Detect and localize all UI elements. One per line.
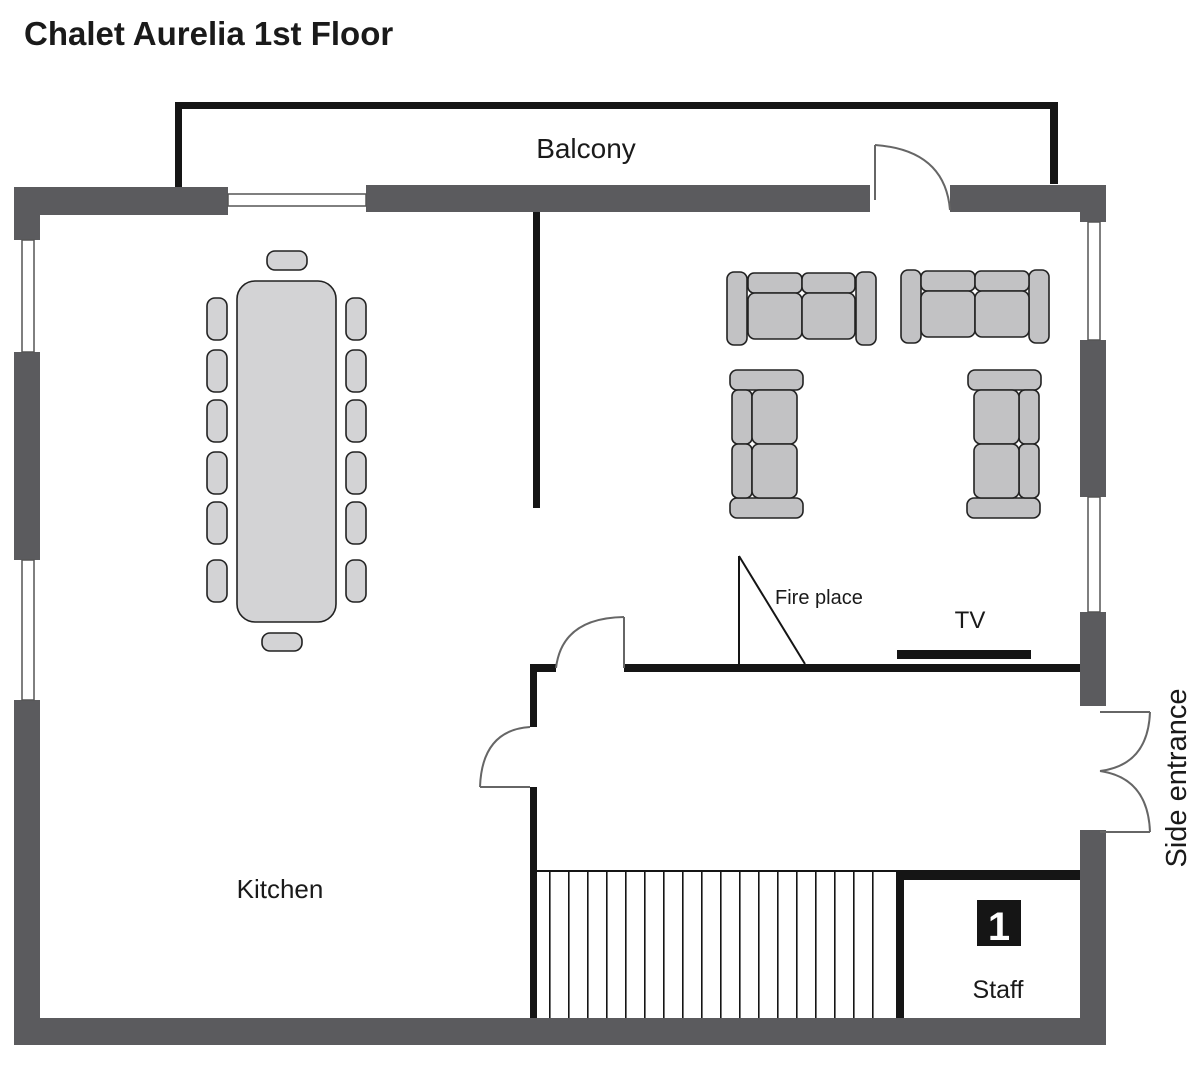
- chair: [206, 451, 228, 495]
- chair: [206, 559, 228, 603]
- stair-tread: [644, 872, 646, 1018]
- stair-tread: [587, 872, 589, 1018]
- chair: [345, 501, 367, 545]
- outer-walls: [14, 185, 1106, 1045]
- stair-tread: [606, 872, 608, 1018]
- chair: [206, 501, 228, 545]
- doors: [479, 144, 1151, 833]
- stair-tread: [549, 872, 551, 1018]
- sofa: [900, 269, 1050, 344]
- windows: [21, 193, 1101, 701]
- staircase: [537, 870, 896, 1018]
- tv-icon: [897, 650, 1031, 659]
- sofa: [726, 271, 877, 346]
- sofa: [966, 369, 1042, 519]
- stair-tread: [796, 872, 798, 1018]
- stair-tread: [777, 872, 779, 1018]
- chair: [206, 399, 228, 443]
- stair-tread: [758, 872, 760, 1018]
- balcony-label: Balcony: [536, 133, 636, 164]
- plan-title: Chalet Aurelia 1st Floor: [24, 15, 393, 52]
- stair-tread: [720, 872, 722, 1018]
- chair: [345, 451, 367, 495]
- dining-table: [236, 280, 337, 623]
- staff-label: Staff: [973, 976, 1024, 1004]
- chair: [345, 399, 367, 443]
- stair-tread: [663, 872, 665, 1018]
- stair-tread: [872, 872, 874, 1018]
- interior-walls: [530, 212, 1080, 1018]
- stair-tread: [568, 872, 570, 1018]
- stair-tread: [815, 872, 817, 1018]
- sofa: [729, 369, 804, 519]
- chair: [345, 297, 367, 341]
- stair-tread: [853, 872, 855, 1018]
- chair: [345, 559, 367, 603]
- balcony-railing: [175, 102, 1058, 188]
- chair: [206, 349, 228, 393]
- kitchen-label: Kitchen: [237, 874, 324, 904]
- stair-tread: [682, 872, 684, 1018]
- stair-tread: [739, 872, 741, 1018]
- dining-table-set: [206, 250, 367, 652]
- fireplace-label: Fire place: [775, 587, 863, 609]
- stair-tread: [701, 872, 703, 1018]
- svg-text:1: 1: [988, 905, 1010, 949]
- stair-tread: [625, 872, 627, 1018]
- chair: [261, 632, 303, 652]
- tv-label: TV: [955, 607, 986, 634]
- fireplace-icon: [738, 555, 806, 665]
- side-entrance-label: Side entrance: [1161, 689, 1193, 868]
- chair: [206, 297, 228, 341]
- chair: [266, 250, 308, 271]
- chair: [345, 349, 367, 393]
- room-badge: 1: [977, 900, 1021, 949]
- stair-tread: [834, 872, 836, 1018]
